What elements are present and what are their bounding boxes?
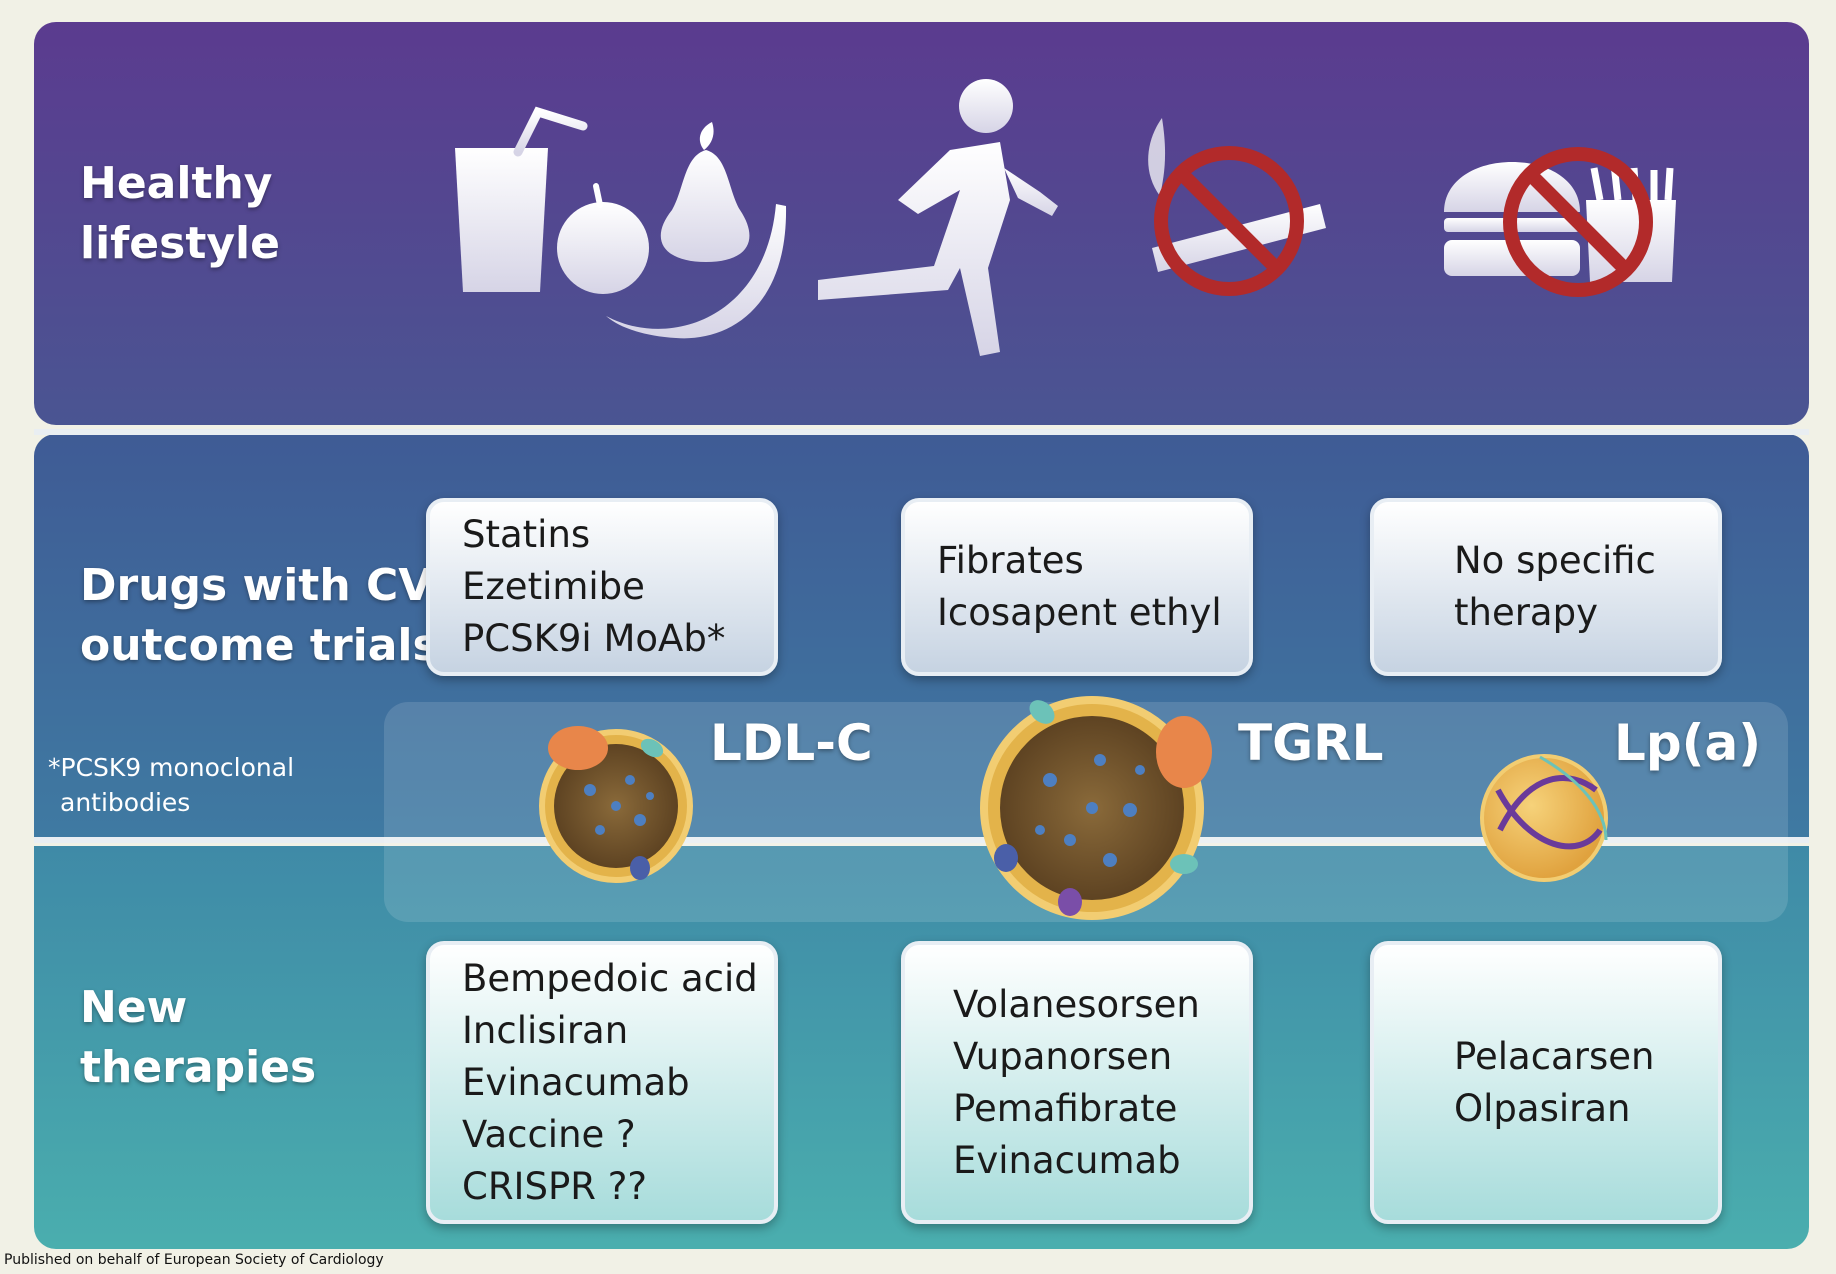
divider-new bbox=[34, 837, 1809, 843]
drug-item: Evinacumab bbox=[462, 1060, 690, 1104]
no-fast-food-icon bbox=[1444, 147, 1676, 297]
row-label-line: Drugs with CV bbox=[80, 560, 433, 611]
drug-item: No specific bbox=[1454, 539, 1656, 582]
drug-item: Volanesorsen bbox=[953, 982, 1200, 1026]
drug-item: CRISPR ?? bbox=[462, 1164, 647, 1208]
lifestyle-icons bbox=[455, 79, 1676, 356]
drug-item: Pemafibrate bbox=[953, 1086, 1178, 1130]
row-label-line: therapies bbox=[80, 1042, 317, 1093]
drug-item: Evinacumab bbox=[953, 1138, 1181, 1182]
drug-item: therapy bbox=[1454, 591, 1598, 634]
drug-item: Statins bbox=[462, 513, 591, 556]
pcsk9-footnote: *PCSK9 monoclonal antibodies bbox=[48, 750, 294, 820]
ldl-particle-icon bbox=[539, 726, 693, 883]
no-smoking-icon bbox=[1148, 118, 1326, 296]
row-label-drugs: Drugs with CV outcome trials bbox=[80, 556, 439, 676]
row-label-line: lifestyle bbox=[80, 218, 280, 269]
lpa-label: Lp(a) bbox=[1614, 714, 1762, 772]
new-drugs-tgrl-box: Volanesorsen Vupanorsen Pemafibrate Evin… bbox=[901, 941, 1253, 1224]
running-person-icon bbox=[818, 79, 1058, 356]
drug-item: Ezetimibe bbox=[462, 565, 645, 608]
drug-item: Vupanorsen bbox=[953, 1034, 1173, 1078]
ldl-c-label: LDL-C bbox=[710, 714, 873, 772]
cv-drugs-ldl-box: Statins Ezetimibe PCSK9i MoAb* bbox=[426, 498, 778, 676]
pear-icon bbox=[660, 122, 750, 262]
drug-item: Fibrates bbox=[937, 539, 1084, 582]
banana-icon bbox=[606, 204, 787, 339]
drug-item: Vaccine ? bbox=[462, 1112, 636, 1156]
cv-drugs-lpa-box: No specific therapy bbox=[1370, 498, 1722, 676]
row-label-line: New bbox=[80, 982, 188, 1033]
new-drugs-lpa-box: Pelacarsen Olpasiran bbox=[1370, 941, 1722, 1224]
drug-item: Icosapent ethyl bbox=[937, 591, 1222, 634]
drug-item: Pelacarsen bbox=[1454, 1034, 1655, 1078]
drug-item: PCSK9i MoAb* bbox=[462, 617, 726, 660]
row-label-line: Healthy bbox=[80, 158, 273, 209]
drug-item: Olpasiran bbox=[1454, 1086, 1631, 1130]
row-label-new-therapies: New therapies bbox=[80, 978, 316, 1098]
drink-icon bbox=[455, 106, 588, 292]
tgrl-particle-icon bbox=[980, 696, 1212, 920]
footnote-line: *PCSK9 monoclonal bbox=[48, 753, 295, 782]
divider-lifestyle bbox=[34, 429, 1809, 435]
row-label-lifestyle: Healthy lifestyle bbox=[80, 154, 280, 274]
footnote-line: antibodies bbox=[60, 788, 191, 817]
tgrl-label: TGRL bbox=[1238, 714, 1384, 772]
lpa-particle-icon bbox=[1480, 754, 1608, 882]
drug-item: Inclisiran bbox=[462, 1008, 629, 1052]
row-label-line: outcome trials bbox=[80, 620, 439, 671]
drug-item: Bempedoic acid bbox=[462, 956, 758, 1000]
new-drugs-ldl-box: Bempedoic acid Inclisiran Evinacumab Vac… bbox=[426, 941, 778, 1224]
publisher-credit: Published on behalf of European Society … bbox=[4, 1252, 384, 1268]
apple-icon bbox=[557, 183, 649, 294]
cv-drugs-tgrl-box: Fibrates Icosapent ethyl bbox=[901, 498, 1253, 676]
